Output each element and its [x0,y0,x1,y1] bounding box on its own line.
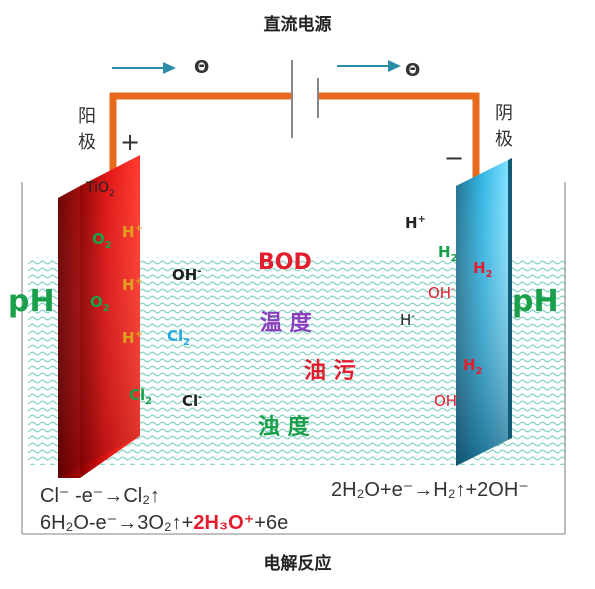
species-h-plus: H+ [122,329,143,347]
reaction-caption: 电解反应 [263,554,332,574]
battery-icon [291,60,319,138]
species-h-minus: H- [400,311,415,329]
anode-equation-chlorine: Cl⁻ -e⁻→Cl₂↑ [40,485,160,507]
species-oh-minus: OH- [428,284,455,302]
species-cl2: Cl2 [167,327,190,348]
species-oh-minus: OH- [172,266,202,284]
cathode-sign: − [444,144,465,172]
electron-flow-arrows [112,60,401,74]
pollutant-bod: BOD [258,250,312,275]
species-o2: O2 [90,293,110,314]
cathode-plate [456,158,512,466]
anode-label: 阳极 [78,106,96,153]
pollutant-turbidity: 浊 度 [258,415,310,440]
pollutant-temperature: 温 度 [260,311,312,336]
power-supply-title: 直流电源 [263,15,332,35]
anode-plate [58,155,140,478]
anode-equation-oxygen: 6H₂O-e⁻→3O₂↑+2H₃O⁺+6e [40,512,289,534]
circuit-wire [109,92,480,185]
species-h2: H2 [463,356,483,377]
cathode-equation: 2H₂O+e⁻→H₂↑+2OH⁻ [331,479,529,501]
species-h-plus: H+ [122,276,143,294]
electron-symbol-left: Θ [194,57,210,78]
species-h-plus: H+ [405,214,426,232]
species-h2: H2 [438,243,458,264]
species-h2: H2 [473,259,493,280]
tank [21,182,566,535]
species-cl2: Cl2 [129,386,152,407]
pollutant-oil: 油 污 [304,359,356,384]
electron-symbol-right: Θ [405,60,421,81]
anode-sign: + [120,128,141,156]
species-h-plus: H+ [122,223,143,241]
species-cl-minus: Cl- [182,392,203,410]
species-o2: O2 [92,230,112,251]
species-oh-minus: OH- [434,392,461,410]
cathode-label: 阴极 [495,103,513,150]
ph-label-right: pH [512,284,559,319]
ph-label-left: pH [8,284,55,319]
anode-material-label: TiO2 [86,180,115,199]
